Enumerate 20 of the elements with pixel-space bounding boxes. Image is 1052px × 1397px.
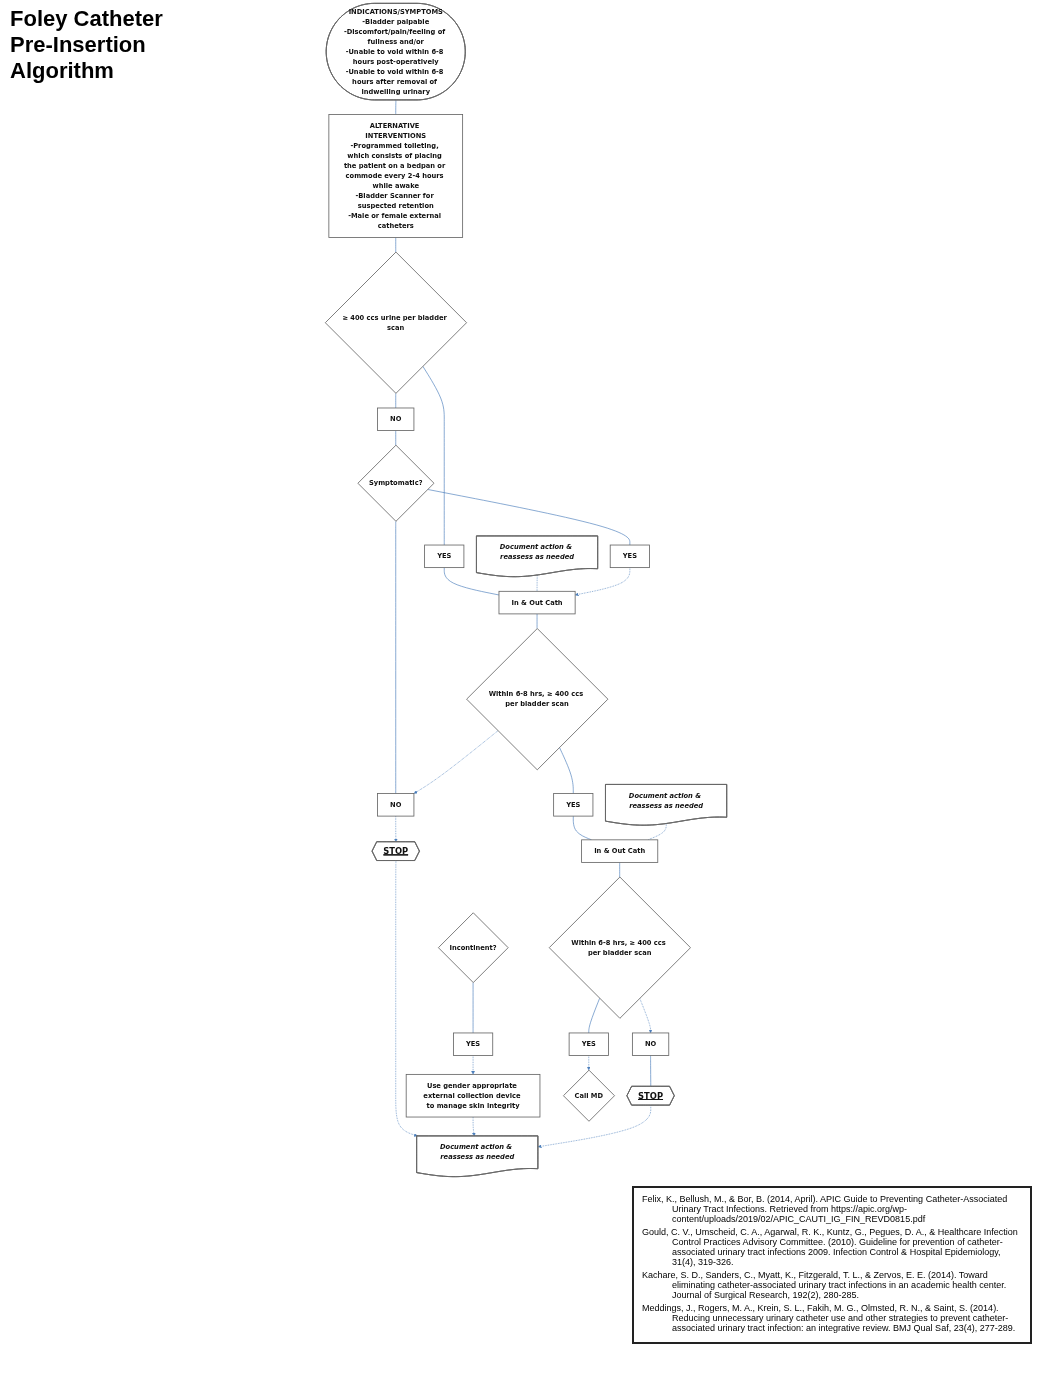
reference-text: Kachare, S. D., Sanders, C., Myatt, K., Fitzgerald, T. L., & Zervos, E. E. (2014). Toward eliminating catheter-associated urinary tract infections in an academic health center. Journal of Surgical Research, 192(2), 280-285.: [642, 1270, 1008, 1300]
connector: [536, 613, 538, 629]
connector: [472, 982, 474, 1034]
connector: [619, 862, 620, 878]
connector: [395, 520, 397, 794]
connector: [588, 997, 600, 1034]
connector: [395, 237, 397, 253]
diagram-title: Foley Catheter Pre-Insertion Algorithm: [10, 6, 164, 84]
connector: [395, 393, 397, 409]
connector: [395, 99, 397, 115]
reference-text: Gould, C. V., Umscheid, C. A., Agarwal, R. K., Kuntz, G., Pegues, D. A., & Healthcare Infection Control Practices Advisory Committee. (2010). Guideline for prevention of catheter-associated urinary tract infections 2009. Infection Control & Hospital Epidemiology, 31(4), 319-326.: [642, 1227, 1019, 1267]
connector: [443, 567, 500, 596]
connector: [650, 1055, 652, 1087]
connector: [559, 747, 574, 794]
reference-text: Felix, K., Bellush, M., & Bor, B. (2014, April). APIC Guide to Preventing Catheter-Associated Urinary Tract Infections. Retrieved from https://apic.org/wp-content/uploads/2019/02/APIC_CAUTI_IG_FIN_REVD0815.pdf: [642, 1194, 1009, 1224]
connector: [395, 430, 397, 446]
connector: [422, 365, 445, 546]
connector: [427, 489, 631, 546]
reference-text: Meddings, J., Rogers, M. A., Krein, S. L., Fakih, M. G., Olmsted, R. N., & Saint, S. (2014). Reducing unnecessary urinary catheter use and other strategies to prevent catheter-associated urinary tract infection: an integrative review. BMJ Qual Saf, 23(4), 277-289.: [642, 1303, 1017, 1333]
connector: [536, 574, 538, 592]
